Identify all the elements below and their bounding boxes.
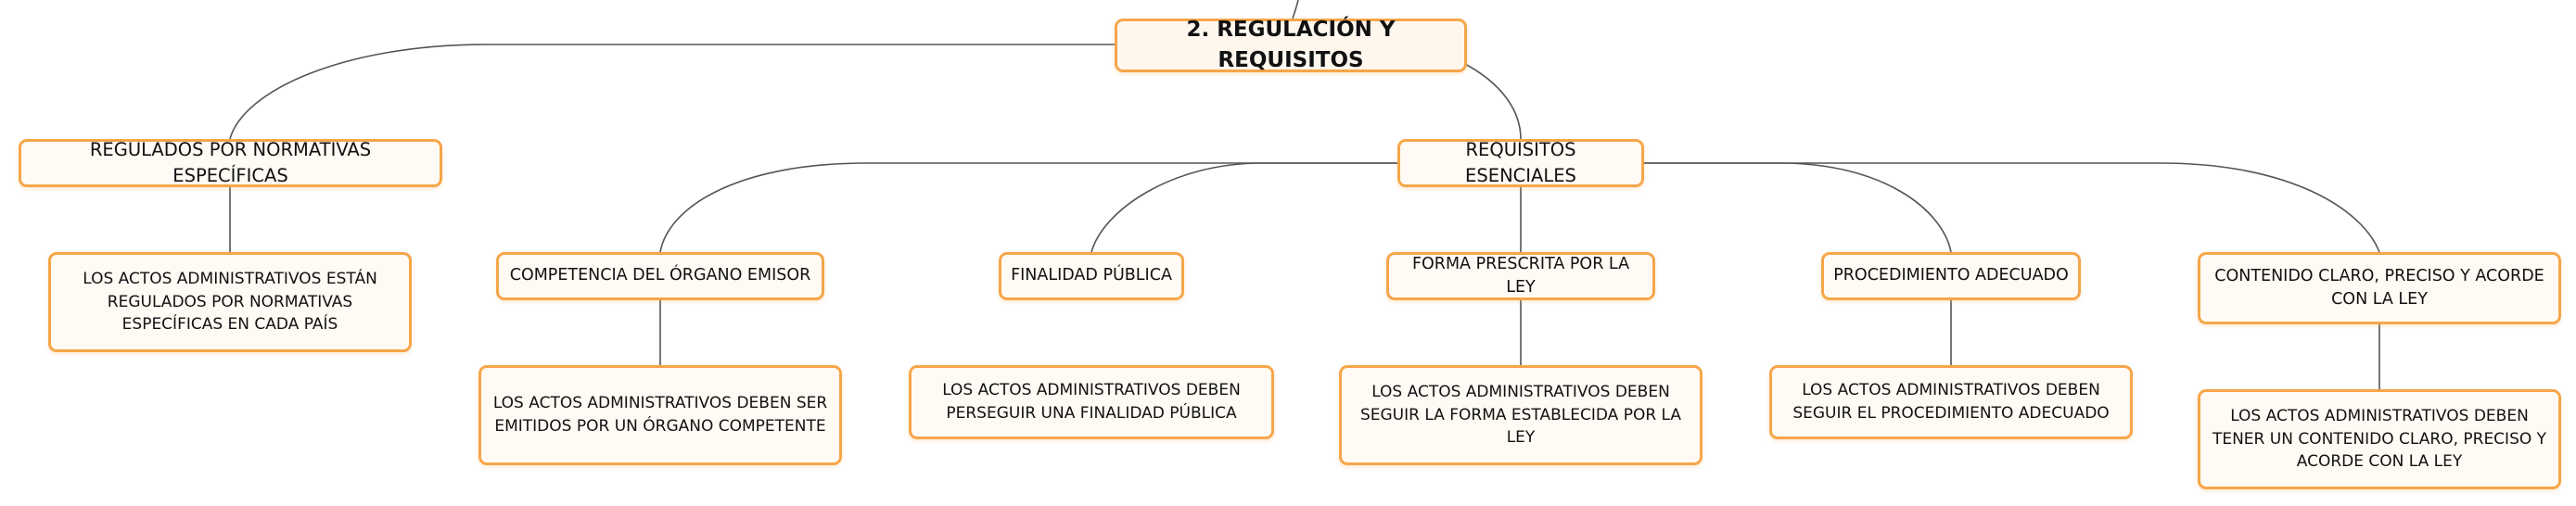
forma-detail-node[interactable]: LOS ACTOS ADMINISTRATIVOS DEBEN SEGUIR L… xyxy=(1339,365,1702,465)
regulados-node[interactable]: REGULADOS POR NORMATIVAS ESPECÍFICAS xyxy=(19,139,442,187)
link-parent-root xyxy=(1292,0,1299,19)
finalidad-detail-node[interactable]: LOS ACTOS ADMINISTRATIVOS DEBEN PERSEGUI… xyxy=(909,365,1274,439)
procedimiento-node[interactable]: PROCEDIMIENTO ADECUADO xyxy=(1821,252,2081,300)
finalidad-node[interactable]: FINALIDAD PÚBLICA xyxy=(999,252,1184,300)
forma-node[interactable]: FORMA PRESCRITA POR LA LEY xyxy=(1386,252,1655,300)
regulados-detail-node[interactable]: LOS ACTOS ADMINISTRATIVOS ESTÁN REGULADO… xyxy=(48,252,412,352)
competencia-detail-node[interactable]: LOS ACTOS ADMINISTRATIVOS DEBEN SER EMIT… xyxy=(478,365,842,465)
link-root-regulados xyxy=(229,44,1117,140)
procedimiento-detail-node[interactable]: LOS ACTOS ADMINISTRATIVOS DEBEN SEGUIR E… xyxy=(1769,365,2133,439)
root-node[interactable]: 2. REGULACIÓN Y REQUISITOS xyxy=(1115,18,1467,72)
link-req-competencia xyxy=(659,162,1400,253)
contenido-detail-node[interactable]: LOS ACTOS ADMINISTRATIVOS DEBEN TENER UN… xyxy=(2198,389,2561,489)
link-root-requisitos xyxy=(1462,62,1522,140)
link-req-procedimiento xyxy=(1641,162,1952,253)
competencia-node[interactable]: COMPETENCIA DEL ÓRGANO EMISOR xyxy=(496,252,824,300)
link-req-finalidad xyxy=(1090,162,1400,253)
link-req-contenido xyxy=(1641,162,2380,253)
requisitos-node[interactable]: REQUISITOS ESENCIALES xyxy=(1397,139,1644,187)
contenido-node[interactable]: CONTENIDO CLARO, PRECISO Y ACORDE CON LA… xyxy=(2198,252,2561,324)
